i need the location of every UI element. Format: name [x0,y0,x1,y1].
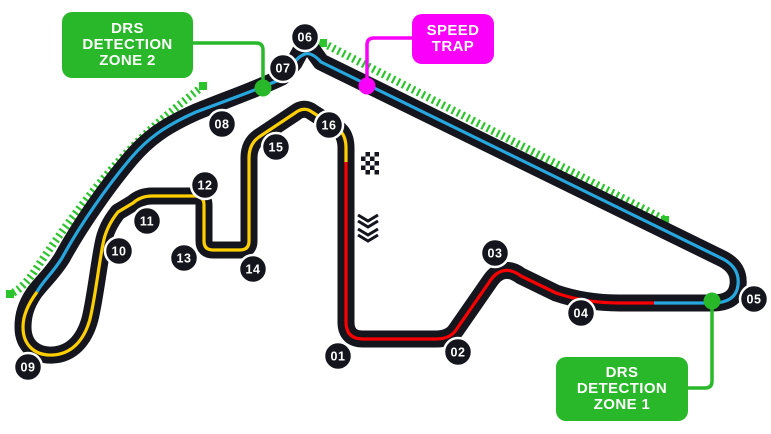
speed-trap-connector [365,36,412,80]
corner-marker-07: 07 [267,52,299,84]
corner-marker-01: 01 [322,340,354,372]
drs-zone-1-connector [688,307,714,390]
corner-marker-02: 02 [442,336,474,368]
double-chevron-down-icon [357,213,379,243]
drs-zone-2-connector [193,41,265,82]
svg-text:04: 04 [574,307,589,321]
speed-trap-point-magenta-dot-icon [358,77,376,95]
drs-detection-point-1-green-dot-icon [703,292,721,310]
svg-text:07: 07 [276,62,291,76]
drs-hatch-end-square [661,216,669,224]
track-path [14,32,747,364]
corner-marker-14: 14 [237,253,269,285]
corner-marker-10: 10 [103,235,135,267]
svg-text:09: 09 [21,361,36,375]
corner-marker-08: 08 [206,108,238,140]
svg-text:06: 06 [298,31,313,45]
callout-line: SPEED [426,22,480,39]
corner-marker-04: 04 [565,297,597,329]
svg-text:14: 14 [246,263,261,277]
corner-marker-16: 16 [313,109,345,141]
svg-text:10: 10 [112,245,127,259]
svg-text:03: 03 [488,247,503,261]
callout-line: DRS [111,20,144,37]
drs-detection-point-2-green-dot-icon [254,79,272,97]
callout-line: DRS [605,364,639,381]
corner-marker-11: 11 [131,205,163,237]
callout-line: ZONE 2 [99,52,156,69]
callout-line: DETECTION [576,380,668,397]
drs-zone-hatch-back-straight [321,39,667,224]
svg-text:08: 08 [215,118,230,132]
svg-text:13: 13 [177,252,192,266]
drs-hatch-end-square [6,290,14,298]
corner-marker-13: 13 [168,242,200,274]
svg-text:05: 05 [747,293,762,307]
svg-text:11: 11 [140,215,154,229]
corner-marker-15: 15 [260,131,292,163]
drs-hatch-end-square [199,82,207,90]
svg-text:01: 01 [331,350,346,364]
drs-hatch-end-square [319,39,327,47]
corner-marker-05: 05 [738,283,770,315]
corner-marker-12: 12 [189,169,221,201]
checkered-flag-icon [361,152,379,175]
svg-text:02: 02 [451,346,466,360]
callout-line: DETECTION [82,36,173,53]
corner-marker-03: 03 [479,237,511,269]
drs-zone-hatch-left-straight [8,82,206,298]
corner-marker-06: 06 [289,21,321,53]
corner-marker-09: 09 [12,351,44,383]
svg-text:15: 15 [269,141,284,155]
svg-text:12: 12 [198,179,213,193]
svg-text:16: 16 [322,119,337,133]
drs-detection-zone-1-label: DRS DETECTION ZONE 1 [556,357,688,421]
speed-trap-label: SPEED TRAP [412,14,494,64]
callout-line: ZONE 1 [593,396,651,413]
callout-line: TRAP [431,38,475,55]
drs-detection-zone-2-label: DRS DETECTION ZONE 2 [62,12,193,78]
